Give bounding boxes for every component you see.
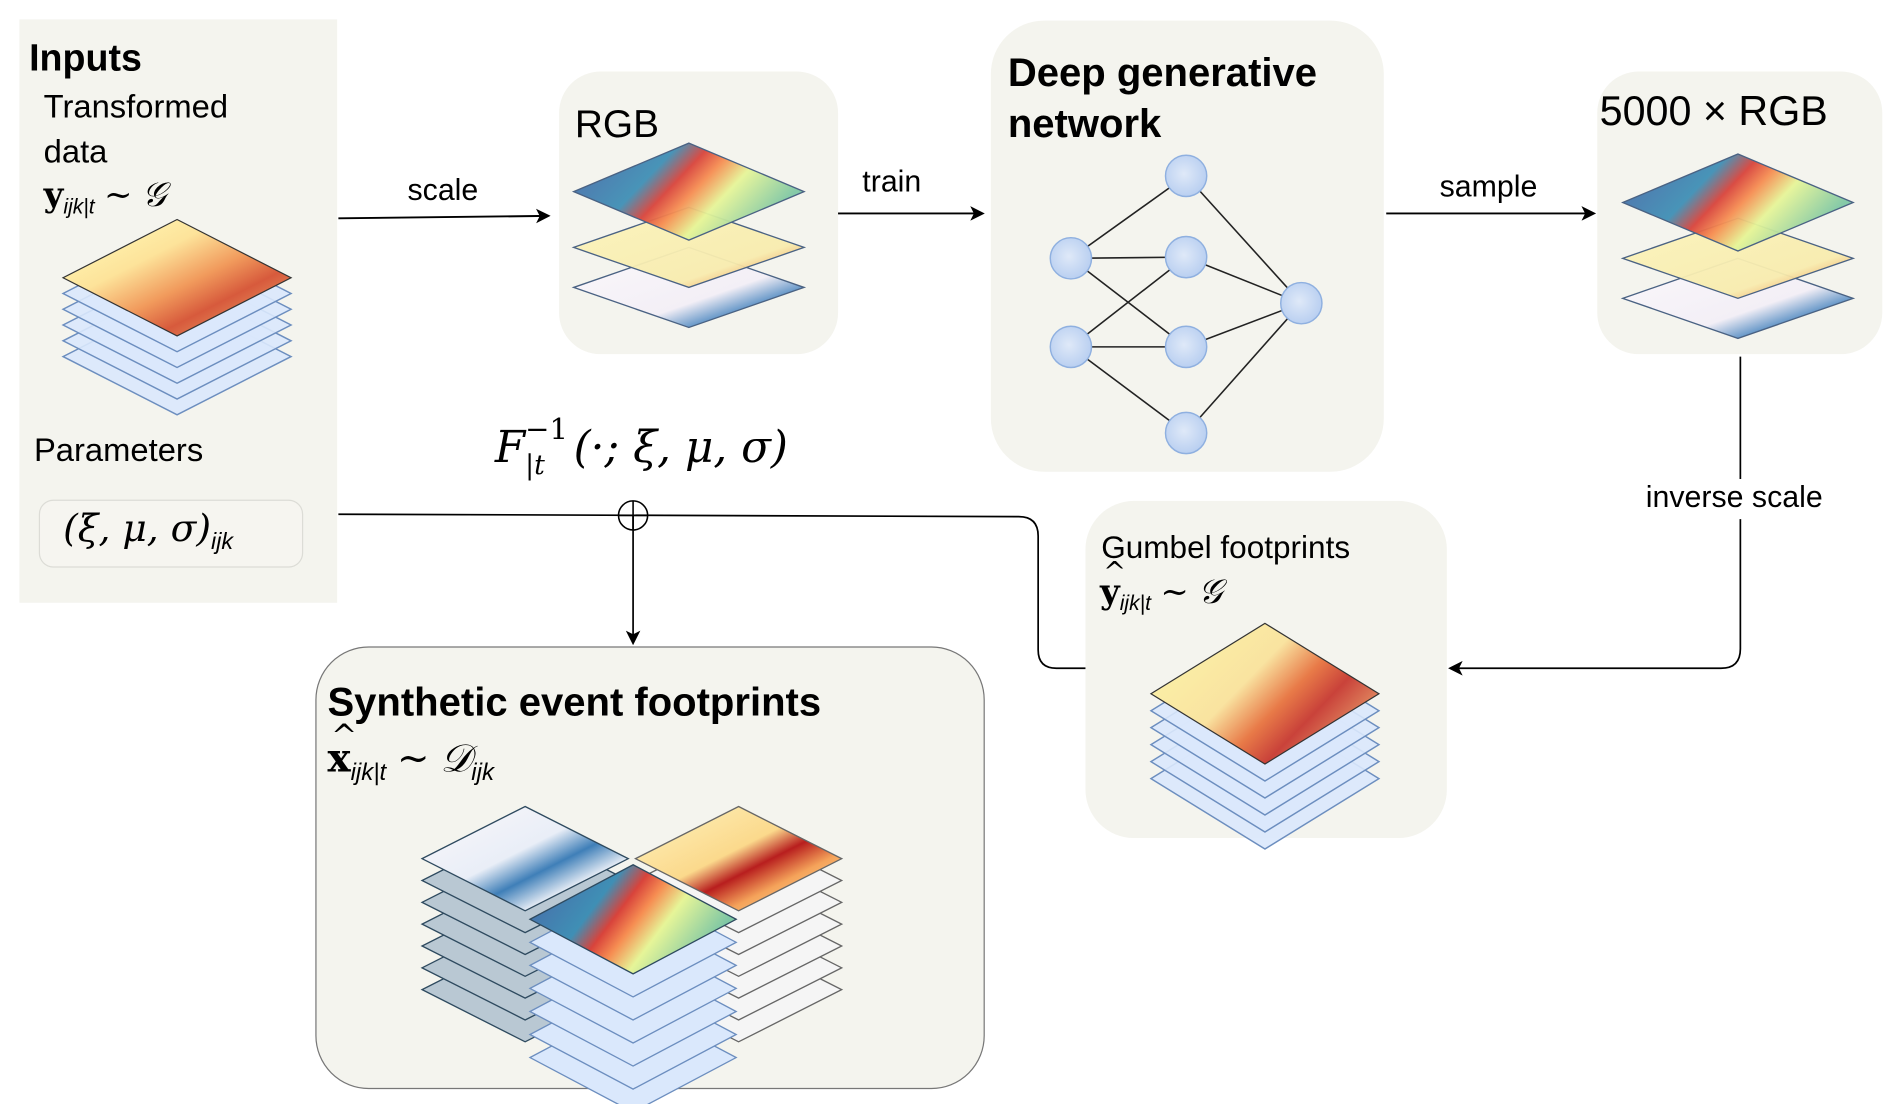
- x-hat-subscript: ijk|t: [350, 759, 387, 786]
- neural-network-icon: [1070, 175, 1302, 434]
- synthetic-title: Synthetic event footprints: [327, 679, 822, 725]
- tilde: ~: [104, 174, 133, 215]
- scale-arrow: [338, 208, 551, 224]
- tilde: ~: [397, 734, 430, 782]
- gumbel-symbol: 𝒢: [141, 174, 167, 215]
- heatmap-layer: [634, 805, 844, 912]
- params-tuple: (ξ, μ, σ): [63, 506, 212, 551]
- heatmap-layer: [1149, 622, 1381, 765]
- y-hat-subscript: ijk|t: [1119, 590, 1151, 615]
- y-symbol: y: [43, 174, 64, 215]
- transformed-data-label-line2: data: [43, 133, 108, 170]
- params-subscript: ijk: [211, 529, 234, 556]
- edge-label-train: train: [862, 164, 922, 199]
- inverse-cdf-formula: F −1 |t (·; ξ, μ, σ): [494, 412, 788, 481]
- distribution-subscript: ijk: [471, 759, 495, 786]
- F-symbol: F: [494, 423, 526, 473]
- edge-label-inverse-scale: inverse scale: [1645, 480, 1823, 516]
- inputs-title: Inputs: [29, 36, 142, 79]
- gumbel-footprints-stack-icon: [1149, 622, 1381, 850]
- parameters-box: [38, 499, 304, 568]
- network-nodes: [1049, 154, 1323, 455]
- network-node: [1164, 411, 1208, 455]
- synthetic-formula: xijk|t ~ 𝒟ijk: [327, 718, 495, 787]
- sampled-rgb-stack-icon: [1620, 153, 1856, 340]
- distribution-symbol: 𝒟: [440, 734, 472, 782]
- heatmap-layer: [528, 863, 738, 975]
- transformed-data-label-line1: Transformed: [43, 88, 229, 125]
- x-hat-symbol: x: [327, 718, 357, 781]
- gumbel-title: Gumbel footprints: [1101, 528, 1351, 566]
- parameters-line: [338, 513, 1086, 670]
- F-arguments: (·; ξ, μ, σ): [573, 423, 788, 473]
- network-node: [1279, 281, 1323, 325]
- parameters-formula: (ξ, μ, σ)ijk: [63, 507, 233, 556]
- sample-title: 5000 × RGB: [1599, 88, 1828, 135]
- tilde: ~: [1160, 571, 1189, 612]
- network-title-line1: Deep generative: [1007, 49, 1318, 95]
- spectral-channel-layer: [571, 142, 806, 241]
- spectral-channel-layer: [1621, 153, 1855, 252]
- network-title-line2: network: [1007, 100, 1162, 146]
- gumbel-formula: yijk|t ~ 𝒢: [1100, 556, 1223, 616]
- synthetic-footprints-stack-icon: [420, 805, 844, 1104]
- y-hat-symbol: y: [1100, 556, 1126, 611]
- network-node: [1164, 154, 1208, 198]
- transformed-data-stack-icon: [61, 218, 293, 416]
- edge-label-scale: scale: [407, 173, 479, 208]
- parameters-label: Parameters: [33, 431, 204, 469]
- network-node: [1049, 325, 1093, 369]
- F-superscript: −1: [525, 412, 569, 447]
- rgb-stack-icon: [571, 142, 807, 329]
- y-subscript: ijk|t: [63, 194, 95, 219]
- edge-label-sample: sample: [1439, 169, 1538, 204]
- inverse-scale-arrow: [1451, 356, 1742, 669]
- network-node: [1049, 236, 1093, 280]
- transformed-data-formula: yijk|t ~ 𝒢: [44, 175, 166, 220]
- rgb-title: RGB: [574, 101, 659, 146]
- yellow-channel-layer: [1620, 217, 1856, 300]
- gumbel-symbol: 𝒢: [1198, 571, 1223, 612]
- heatmap-layer: [420, 805, 630, 912]
- heatmap-layer: [61, 218, 293, 337]
- network-node: [1164, 325, 1208, 369]
- F-subscript: |t: [525, 451, 545, 482]
- network-node: [1164, 235, 1208, 279]
- combine-operator-icon: [617, 500, 649, 531]
- yellow-channel-layer: [571, 206, 807, 289]
